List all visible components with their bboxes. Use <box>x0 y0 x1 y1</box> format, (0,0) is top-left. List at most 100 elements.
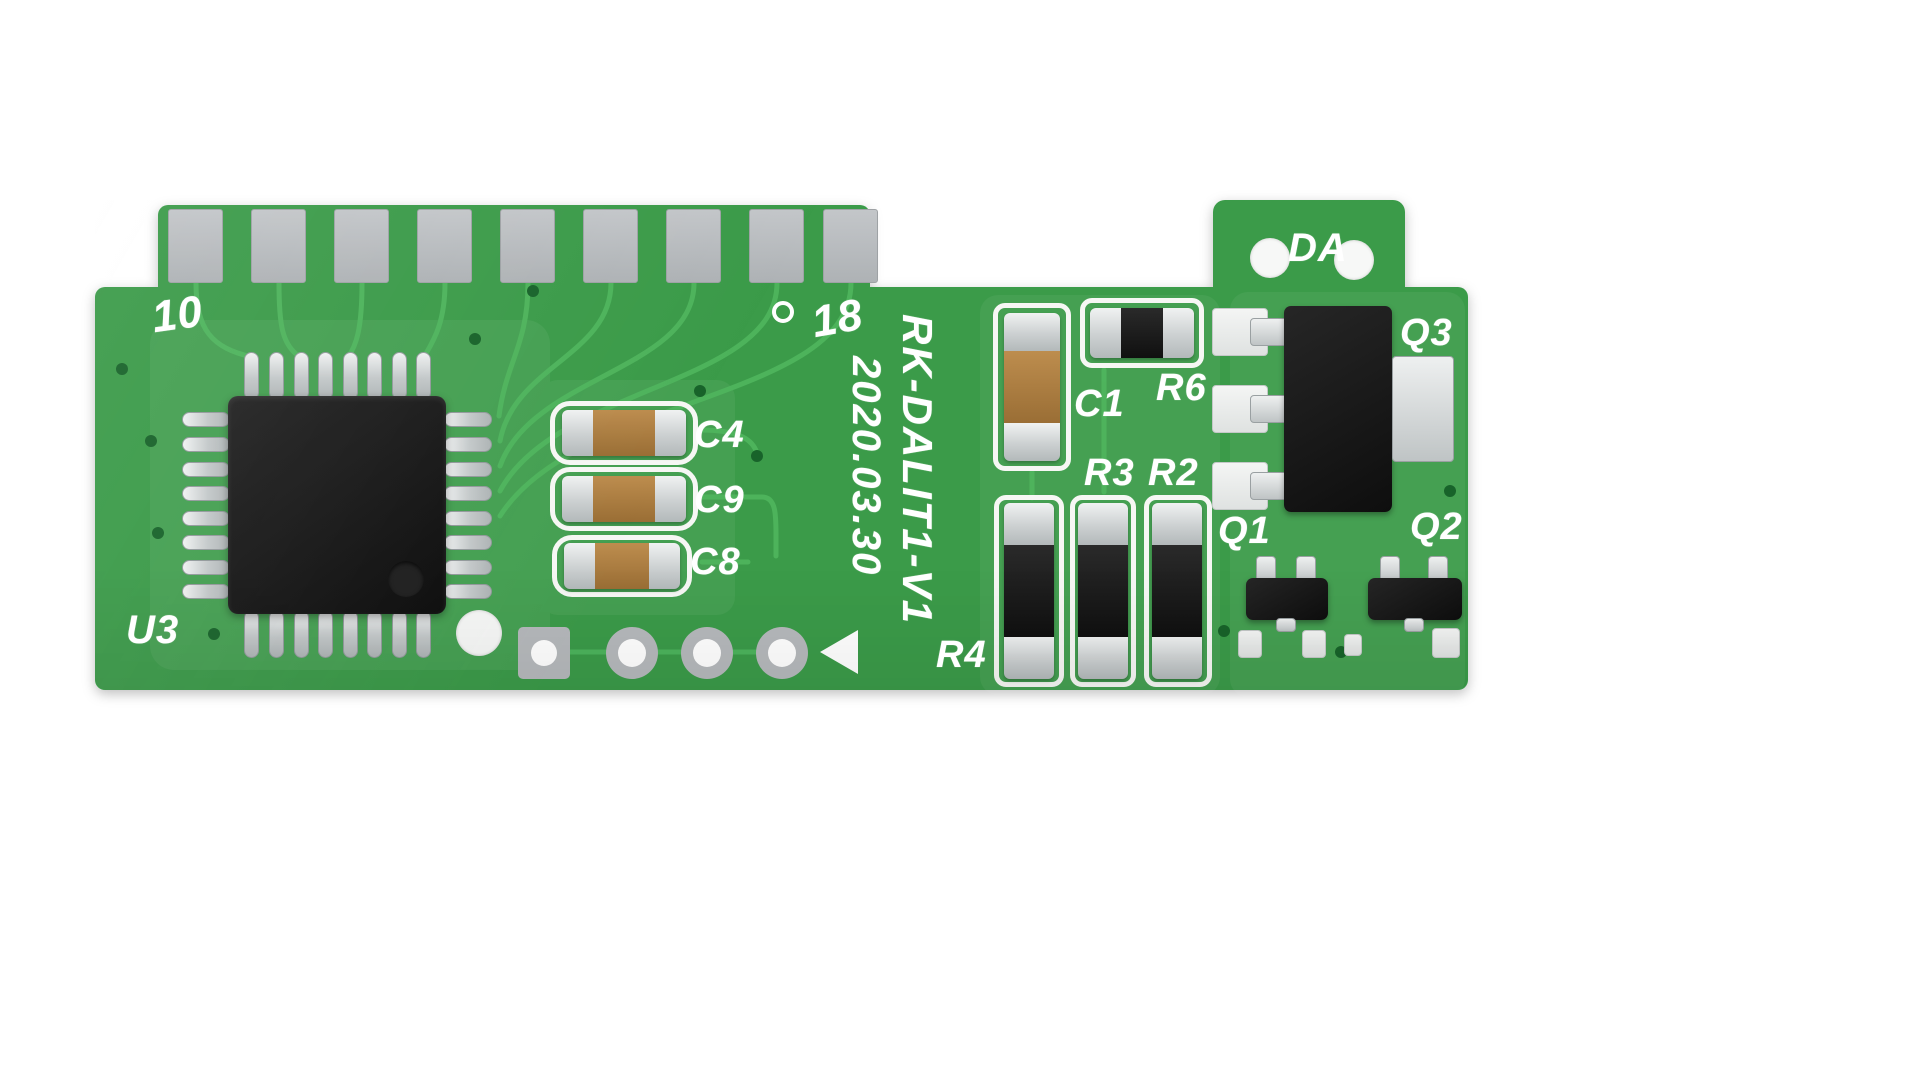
via-ring <box>772 301 794 323</box>
da-pad <box>1334 240 1374 280</box>
silkscreen-label-c4: C4 <box>694 414 745 456</box>
silkscreen-date-label: 2020.03.30 <box>844 356 888 577</box>
cap-terminal <box>649 543 680 589</box>
capacitor-c9 <box>562 476 686 522</box>
through-hole-pad <box>756 627 808 679</box>
through-hole-pad <box>681 627 733 679</box>
ic-pin <box>444 462 492 477</box>
silkscreen-outline-r3 <box>1070 495 1136 687</box>
silkscreen-outline-r4 <box>994 495 1064 687</box>
connector-pad <box>666 209 721 283</box>
resistor-body <box>1152 545 1202 637</box>
transistor-tab <box>1392 356 1454 462</box>
solder-pad <box>1432 628 1460 658</box>
ic-pin <box>343 610 358 658</box>
silkscreen-label-10: 10 <box>148 286 207 343</box>
transistor-lead <box>1404 618 1424 632</box>
resistor-terminal <box>1090 308 1121 358</box>
connector-pad <box>417 209 472 283</box>
cap-terminal <box>1004 313 1060 351</box>
resistor-terminal <box>1078 503 1128 545</box>
cap-body <box>593 476 655 522</box>
ic-pin <box>182 486 230 501</box>
cap-terminal <box>655 476 686 522</box>
connector-pad <box>168 209 223 283</box>
resistor-terminal <box>1152 637 1202 679</box>
ic-pin <box>444 560 492 575</box>
cap-body <box>1004 351 1060 423</box>
silkscreen-label-r4: R4 <box>936 634 987 676</box>
cap-terminal <box>655 410 686 456</box>
ic-pin <box>444 437 492 452</box>
resistor-terminal <box>1004 503 1054 545</box>
silkscreen-outline-r2 <box>1144 495 1212 687</box>
ic-pin <box>182 437 230 452</box>
cap-body <box>595 543 649 589</box>
silkscreen-label-da: DA <box>1288 226 1348 270</box>
ic-pin <box>318 610 333 658</box>
drill-hole <box>618 639 646 667</box>
silkscreen-outline-c1 <box>993 303 1071 471</box>
cap-body <box>593 410 655 456</box>
ic-pin <box>367 352 382 400</box>
resistor-r2 <box>1152 503 1202 679</box>
resistor-body <box>1078 545 1128 637</box>
ic-pin <box>416 610 431 658</box>
silkscreen-label-r3: R3 <box>1084 452 1135 494</box>
ic-pin <box>182 560 230 575</box>
silkscreen-label-r6: R6 <box>1156 367 1207 409</box>
silkscreen-label-c1: C1 <box>1074 383 1125 425</box>
transistor-lead <box>1276 618 1296 632</box>
ic-pin <box>444 412 492 427</box>
ic-pin1-dot <box>388 561 424 597</box>
transistor-body <box>1368 578 1462 620</box>
silkscreen-label-q1: Q1 <box>1218 510 1271 552</box>
ic-pin <box>244 352 259 400</box>
through-hole-pad <box>606 627 658 679</box>
silkscreen-outline-c9 <box>550 467 698 531</box>
ic-pin <box>269 352 284 400</box>
cap-terminal <box>562 476 593 522</box>
ic-pin <box>444 511 492 526</box>
transistor-body <box>1246 578 1328 620</box>
ic-pin <box>294 610 309 658</box>
resistor-terminal <box>1078 637 1128 679</box>
cap-terminal <box>1004 423 1060 461</box>
drill-hole <box>768 639 796 667</box>
vias <box>116 285 1456 658</box>
silkscreen-outline-c4 <box>550 401 698 465</box>
ic-pin <box>444 486 492 501</box>
connector-pad <box>334 209 389 283</box>
connector-pad <box>500 209 555 283</box>
ic-pin <box>318 352 333 400</box>
transistor-lead <box>1250 318 1288 346</box>
solder-pad <box>1238 630 1262 658</box>
through-hole-pad <box>518 627 570 679</box>
capacitor-c8 <box>564 543 680 589</box>
resistor-r4 <box>1004 503 1054 679</box>
cap-terminal <box>562 410 593 456</box>
connector-pad <box>749 209 804 283</box>
silkscreen-arrow-icon <box>820 630 858 674</box>
solder-pad <box>1302 630 1326 658</box>
ic-pin <box>392 352 407 400</box>
ic-pin <box>269 610 284 658</box>
connector-pad <box>251 209 306 283</box>
ic-pin <box>182 584 230 599</box>
silkscreen-model-label: RK-DALIT1-V1 <box>894 314 941 626</box>
silkscreen-label-c9: C9 <box>694 479 745 521</box>
ic-pin <box>392 610 407 658</box>
test-pad <box>456 610 502 656</box>
transistor-lead <box>1250 472 1288 500</box>
silkscreen-label-q2: Q2 <box>1410 506 1463 548</box>
silkscreen-label-c8: C8 <box>690 541 741 583</box>
ic-pin <box>416 352 431 400</box>
ic-pin <box>244 610 259 658</box>
copper-traces <box>193 280 1107 655</box>
silkscreen-label-u3: U3 <box>126 608 180 652</box>
ic-pin <box>444 535 492 550</box>
ic-pin <box>294 352 309 400</box>
transistor-body <box>1284 306 1392 512</box>
da-pad <box>1250 238 1290 278</box>
